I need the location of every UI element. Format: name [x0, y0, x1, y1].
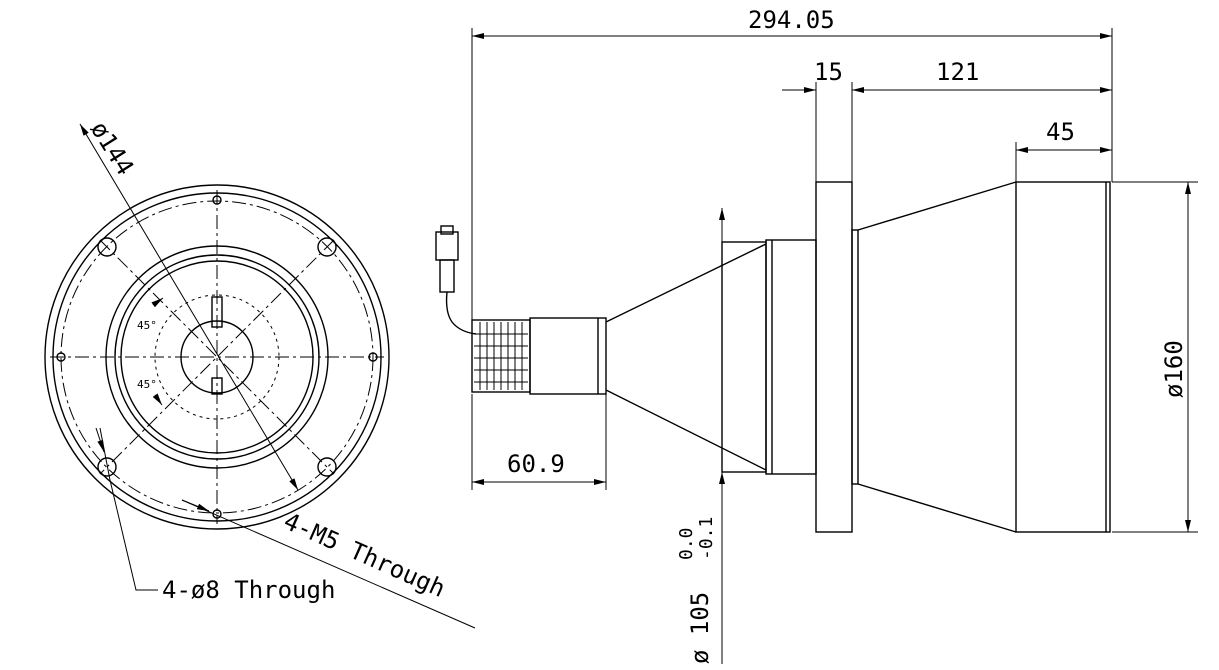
tapped-hole-leader-arrow [181, 499, 210, 512]
flange-dim-text: 15 [814, 58, 843, 86]
through-hole-leader-arrow [95, 427, 105, 453]
flange [815, 181, 853, 533]
rear-dim-text: 60.9 [507, 450, 565, 478]
overall-dim-text: 294.05 [748, 6, 835, 34]
mount-tol-upper: 0.0 [676, 527, 697, 560]
cooling-fins [474, 322, 528, 390]
front-length-dim-text: 121 [936, 58, 979, 86]
rear-barrel [529, 317, 607, 395]
barrel-dim-text: 45 [1046, 118, 1075, 146]
flange-step [851, 229, 859, 485]
mount-ring [721, 241, 767, 473]
tapped-hole-leader [181, 499, 476, 629]
front-view: ø144 45° 45° 4-ø8 Through 4-M5 Through [44, 116, 476, 629]
angle-upper-label: 45° [137, 319, 157, 332]
through-hole-callout: 4-ø8 Through [162, 576, 335, 604]
mount-hub [765, 239, 817, 475]
front-cone [857, 181, 1017, 533]
through-hole-lr [317, 457, 337, 477]
through-hole-ur [317, 237, 337, 257]
rear-cone [605, 243, 767, 471]
connector-cable [445, 291, 477, 335]
front-barrel [1015, 181, 1111, 533]
angle-arrow-top [151, 297, 164, 308]
connector-tab [440, 225, 454, 235]
bolt-circle-dim-text: ø144 [85, 116, 139, 180]
mount-dim-text: ø 105 [686, 592, 714, 664]
connector-plug [435, 231, 459, 261]
tapped-hole-left [56, 352, 66, 362]
tapped-hole-right [368, 352, 378, 362]
mount-tol-lower: -0.1 [696, 517, 717, 560]
angle-lower-label: 45° [137, 378, 157, 391]
bolt-circle-dim-line [79, 123, 299, 491]
angle-arrow-bottom [152, 393, 163, 406]
side-view: 294.05 15 121 45 ø160 60.9 ø 105 0.0 -0.… [435, 6, 1198, 664]
through-hole-leader [99, 427, 158, 591]
od-dim-text: ø160 [1160, 340, 1188, 398]
connector-body [439, 259, 455, 293]
